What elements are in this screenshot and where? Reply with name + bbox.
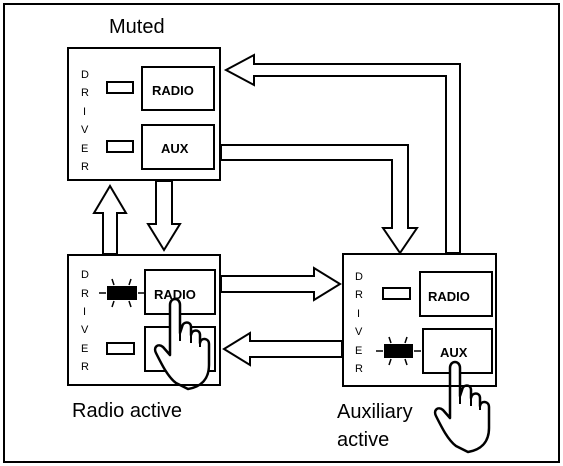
arrow-aux-to-radio <box>222 331 343 367</box>
svg-text:I: I <box>357 308 360 320</box>
svg-text:V: V <box>81 124 89 136</box>
aux-active-radio-label: RADIO <box>428 289 470 304</box>
svg-text:D: D <box>81 69 89 81</box>
muted-aux-button[interactable] <box>141 124 215 170</box>
radio-active-led-glow-icon <box>99 278 145 308</box>
muted-driver-label: D R I V E R <box>81 69 89 173</box>
outer-frame <box>3 3 560 463</box>
svg-text:E: E <box>81 143 88 155</box>
muted-radio-label: RADIO <box>152 83 194 98</box>
radio-active-radio-led-lit <box>107 286 137 300</box>
aux-active-driver-label: D R I V E R <box>355 271 363 375</box>
svg-text:V: V <box>355 326 363 338</box>
radio-active-title: Radio active <box>72 400 182 422</box>
svg-text:D: D <box>355 271 363 283</box>
svg-text:E: E <box>81 343 88 355</box>
svg-text:D: D <box>81 269 89 281</box>
svg-text:R: R <box>81 161 89 173</box>
radio-active-aux-led <box>106 342 135 355</box>
svg-text:R: R <box>81 87 89 99</box>
aux-active-aux-label: AUX <box>440 345 468 360</box>
aux-active-title-line1: Auxiliary <box>337 401 413 423</box>
aux-active-radio-button[interactable] <box>419 271 493 317</box>
aux-active-aux-led-lit <box>384 344 413 358</box>
svg-text:R: R <box>81 288 89 300</box>
arrow-muted-to-aux <box>220 144 419 255</box>
radio-active-radio-label: RADIO <box>154 287 196 302</box>
muted-aux-led <box>106 140 134 153</box>
svg-text:R: R <box>355 363 363 375</box>
svg-text:I: I <box>83 106 86 118</box>
aux-active-title-line2: active <box>337 429 389 451</box>
svg-text:R: R <box>355 289 363 301</box>
muted-radio-led <box>106 81 134 94</box>
radio-active-driver-label: D R I V E R <box>81 269 89 373</box>
svg-text:V: V <box>81 324 89 336</box>
arrow-radio-to-aux <box>220 266 342 302</box>
arrow-aux-to-muted <box>223 53 461 254</box>
svg-text:E: E <box>355 345 362 357</box>
muted-title: Muted <box>109 16 165 38</box>
arrow-radio-to-muted <box>92 184 128 255</box>
muted-aux-label: AUX <box>161 141 189 156</box>
muted-radio-button[interactable] <box>141 66 215 111</box>
aux-active-radio-led <box>382 287 411 300</box>
arrow-muted-to-radio <box>146 180 182 252</box>
svg-text:R: R <box>81 361 89 373</box>
aux-active-led-glow-icon <box>376 336 421 366</box>
svg-text:I: I <box>83 306 86 318</box>
